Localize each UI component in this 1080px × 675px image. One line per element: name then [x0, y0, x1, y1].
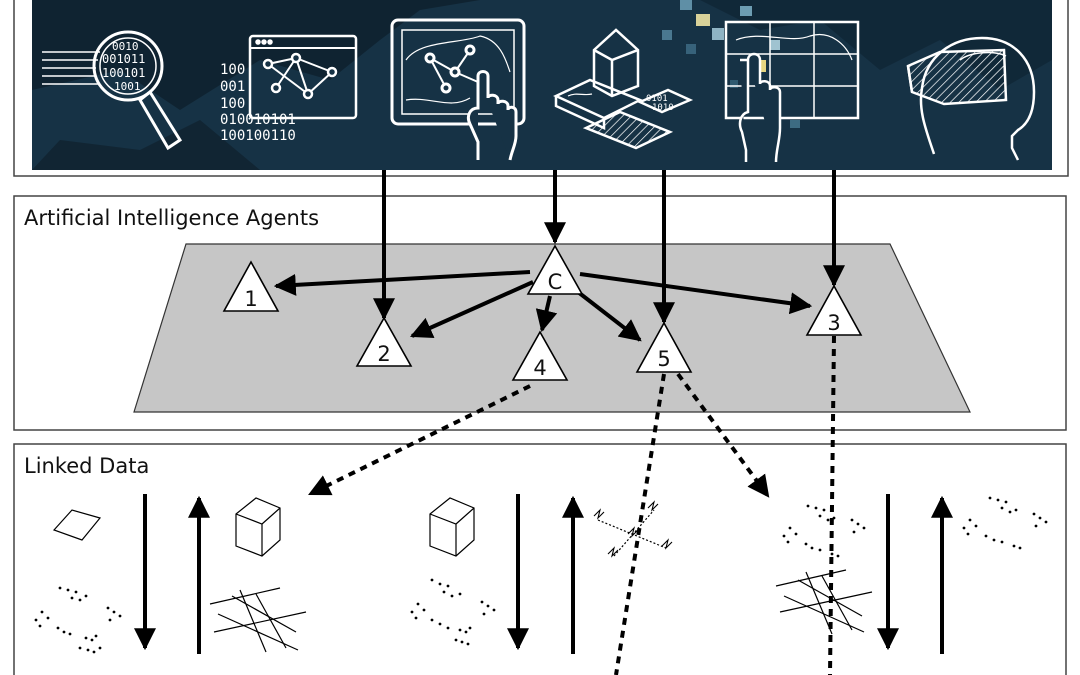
linked-data-group-middle [429, 497, 673, 558]
touchscreen-map-icon [390, 18, 526, 161]
svg-text:2: 2 [377, 342, 390, 366]
polygon-shape [52, 509, 102, 541]
lightning-markers [593, 500, 673, 558]
agent-3: 3 [805, 284, 863, 336]
link-agent-3-down [828, 335, 836, 675]
agent-4: 4 [511, 330, 569, 381]
svg-text:100: 100 [220, 96, 245, 112]
agent-5: 5 [635, 321, 693, 373]
svg-text:100101: 100101 [102, 66, 145, 80]
svg-text:0101: 0101 [646, 94, 668, 104]
agents-section [13, 195, 1067, 431]
svg-text:5: 5 [657, 347, 670, 371]
svg-text:3: 3 [827, 311, 840, 335]
magnifier-binary-icon: 0010 001011 100101 1001 [42, 30, 183, 151]
banner: 0010 001011 100101 1001 [13, 0, 1069, 177]
svg-text:1: 1 [244, 287, 257, 311]
svg-text:100: 100 [220, 62, 245, 78]
grid-shape [209, 587, 307, 653]
linked-data-arrows [134, 494, 953, 654]
linked-data-group-left [52, 497, 307, 653]
linked-data-section-title: Linked Data [24, 454, 150, 478]
arrow-c-to-2 [409, 280, 534, 338]
agent-nodes: C 1 2 3 4 5 [222, 244, 863, 381]
coordinator-arrows [273, 270, 813, 342]
svg-text:1010: 1010 [652, 103, 674, 113]
svg-text:010010101: 010010101 [220, 112, 296, 128]
svg-text:1001: 1001 [114, 80, 141, 93]
cube-shape [235, 497, 281, 557]
agent-2: 2 [355, 316, 413, 367]
svg-text:001011: 001011 [102, 52, 145, 66]
arrow-c-to-3 [579, 272, 813, 315]
arrow-c-to-4 [535, 295, 558, 333]
point-cloud-left [34, 586, 122, 654]
cube-shape [429, 497, 475, 557]
coordinator-agent: C [526, 244, 584, 295]
agents-section-title: Artificial Intelligence Agents [24, 206, 320, 230]
vr-headset-icon [906, 36, 1036, 161]
3d-model-layers-icon: 0101 1010 [553, 28, 694, 150]
svg-text:4: 4 [533, 356, 546, 380]
svg-text:C: C [548, 270, 563, 294]
map-touch-icon [724, 20, 860, 163]
point-cloud-middle [410, 578, 496, 646]
svg-text:001: 001 [220, 79, 245, 95]
agent-to-data-links [308, 335, 836, 675]
agent-1: 1 [222, 260, 280, 312]
point-cloud-right [782, 496, 1048, 558]
svg-text:0010: 0010 [112, 40, 139, 53]
banner-to-agent-arrows [373, 170, 845, 325]
binary-text: 100 001 100 010010101 100100110 [220, 62, 296, 144]
arrow-c-to-5 [576, 290, 642, 342]
link-agent-4-to-cube [308, 384, 531, 496]
linked-data-section [13, 443, 1067, 675]
arrow-c-to-1 [273, 270, 531, 296]
linked-data-panel [13, 443, 1067, 675]
svg-text:100100110: 100100110 [220, 128, 296, 144]
network-window-icon [248, 34, 358, 120]
